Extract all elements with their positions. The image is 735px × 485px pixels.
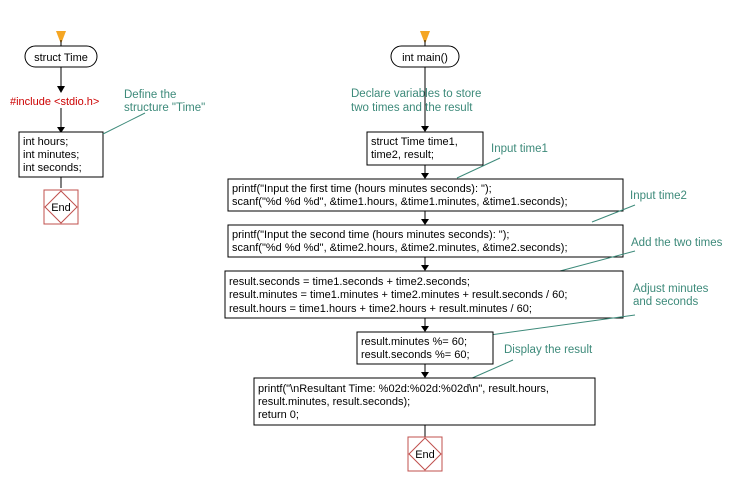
end-label-left: End [51, 202, 71, 214]
add-line: result.hours = time1.hours + time2.hours… [229, 303, 532, 315]
struct-flow: struct Time #include <stdio.h> int hours… [10, 31, 205, 225]
declare-line: time2, result; [371, 149, 434, 161]
end-diamond-main [408, 437, 442, 471]
declare-line: struct Time time1, [371, 136, 458, 148]
struct-line: int minutes; [23, 149, 79, 161]
include-directive: #include <stdio.h> [10, 96, 99, 108]
start-arrow-icon [420, 31, 430, 44]
display-line: result.minutes, result.seconds); [258, 396, 410, 408]
end-diamond-left [44, 190, 78, 224]
input2-line: scanf("%d %d %d", &time2.hours, &time2.m… [232, 242, 568, 254]
input2-box [227, 224, 624, 258]
adjust-note: and seconds [633, 296, 698, 308]
struct-time-label: struct Time [34, 52, 88, 64]
add-box [224, 270, 624, 319]
define-note: Define the [124, 89, 176, 101]
display-box [253, 377, 596, 426]
struct-members-box [18, 131, 104, 178]
main-label: int main() [402, 52, 448, 64]
adjust-box [356, 331, 494, 365]
declare-note: two times and the result [351, 102, 473, 114]
display-note: Display the result [504, 344, 593, 356]
display-line: return 0; [258, 409, 299, 421]
input1-box [227, 178, 624, 212]
end-label-main: End [415, 449, 435, 461]
main-flow: int main() Declare variables to store tw… [224, 31, 723, 472]
define-note: structure "Time" [124, 102, 205, 114]
display-line: printf("\nResultant Time: %02d:%02d:%02d… [258, 383, 549, 395]
input2-line: printf("Input the second time (hours min… [232, 229, 509, 241]
struct-line: int hours; [23, 136, 68, 148]
adjust-note: Adjust minutes [633, 283, 709, 295]
start-arrow-icon [56, 31, 66, 44]
input1-note: Input time1 [491, 143, 548, 155]
input1-line: scanf("%d %d %d", &time1.hours, &time1.m… [232, 196, 568, 208]
declare-note: Declare variables to store [351, 88, 481, 100]
input1-line: printf("Input the first time (hours minu… [232, 183, 492, 195]
input2-note: Input time2 [630, 190, 687, 202]
struct-line: int seconds; [23, 162, 82, 174]
add-note: Add the two times [631, 237, 723, 249]
add-line: result.minutes = time1.minutes + time2.m… [229, 289, 567, 301]
adjust-line: result.seconds %= 60; [361, 349, 470, 361]
add-line: result.seconds = time1.seconds + time2.s… [229, 276, 470, 288]
adjust-line: result.minutes %= 60; [361, 336, 467, 348]
